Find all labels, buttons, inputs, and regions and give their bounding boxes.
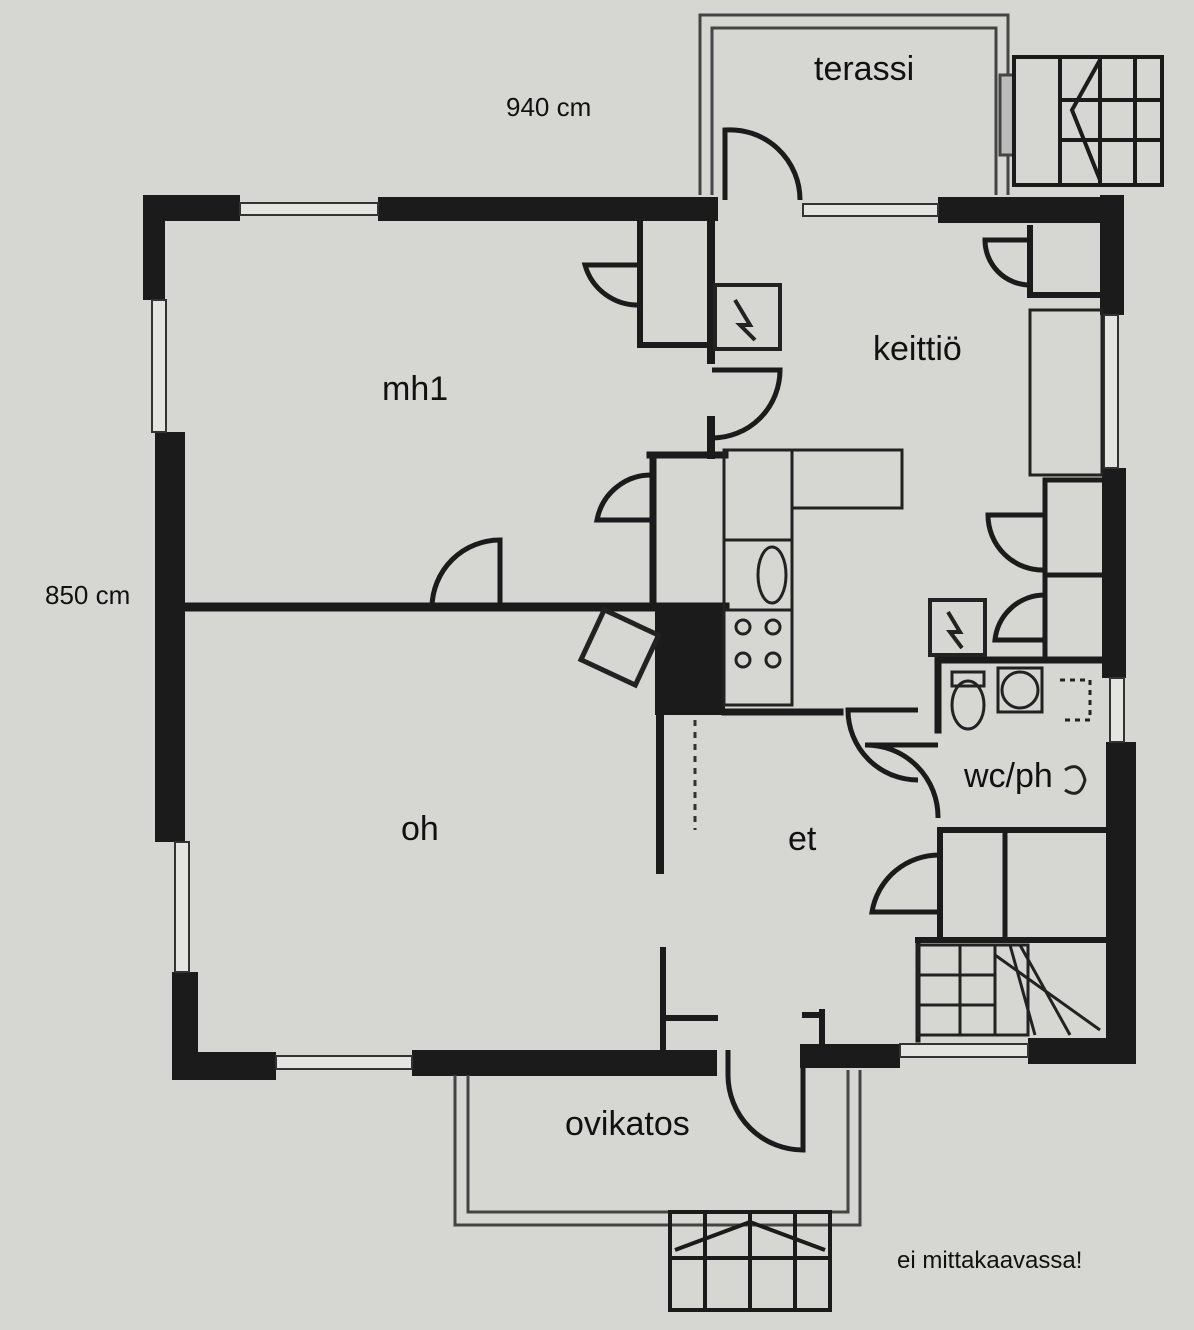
room-label-bathroom: wc/ph [964,757,1053,795]
room-label-porch: ovikatos [565,1105,690,1143]
windows [151,202,1125,1070]
terrace [698,13,1016,195]
porch [453,1070,862,1227]
electric-panels [713,283,987,657]
terrace-stairs [1012,55,1164,187]
room-label-bedroom: mh1 [382,370,449,408]
room-label-living-room: oh [401,810,439,848]
height-dimension-label: 850 cm [45,580,131,610]
exterior-walls [143,195,1136,1080]
kitchen-counter [722,308,1104,707]
room-label-terrace: terassi [814,50,915,88]
not-to-scale-note: ei mittakaavassa! [897,1247,1083,1274]
fireplace-hearth [577,606,662,689]
room-label-hallway: et [788,820,817,858]
fireplace [655,605,725,715]
inner-stairs [916,943,1101,1037]
bathroom-fixtures [950,666,1092,795]
doors [429,127,1046,1153]
porch-stairs [668,1210,832,1312]
width-dimension-label: 940 cm [506,92,592,122]
room-label-kitchen: keittiö [873,330,962,368]
